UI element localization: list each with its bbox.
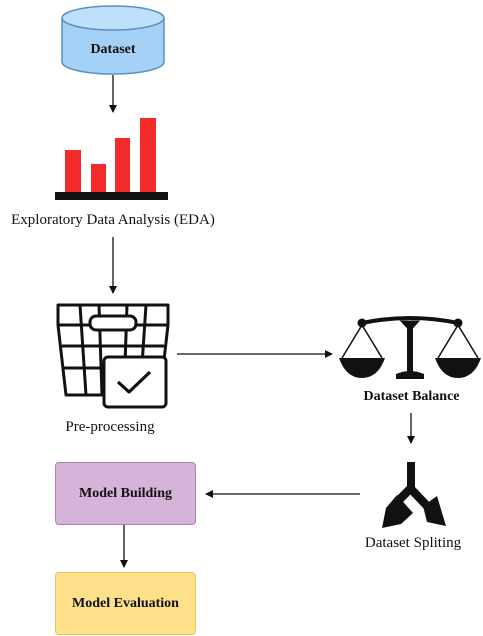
preprocessing-label: Pre-processing [65, 419, 155, 435]
spliting-label: Dataset Spliting [364, 535, 462, 551]
model-building-box: Model Building [55, 462, 196, 525]
chart-base [55, 192, 168, 200]
split-arrows-icon [382, 462, 446, 528]
model-building-label: Model Building [79, 485, 172, 501]
bar-4 [140, 118, 156, 193]
model-evaluation-label: Model Evaluation [72, 595, 179, 611]
eda-label: Exploratory Data Analysis (EDA) [11, 212, 215, 228]
bar-2 [91, 164, 106, 193]
dataset-label: Dataset [90, 42, 136, 57]
checklist-basket-icon [56, 303, 170, 409]
bar-chart-icon [55, 118, 168, 200]
database-icon [61, 5, 165, 75]
model-evaluation-box: Model Evaluation [55, 572, 196, 635]
balance-label: Dataset Balance [363, 389, 460, 404]
bar-1 [65, 150, 81, 193]
balance-scale-icon [339, 316, 481, 379]
bar-3 [115, 138, 130, 193]
